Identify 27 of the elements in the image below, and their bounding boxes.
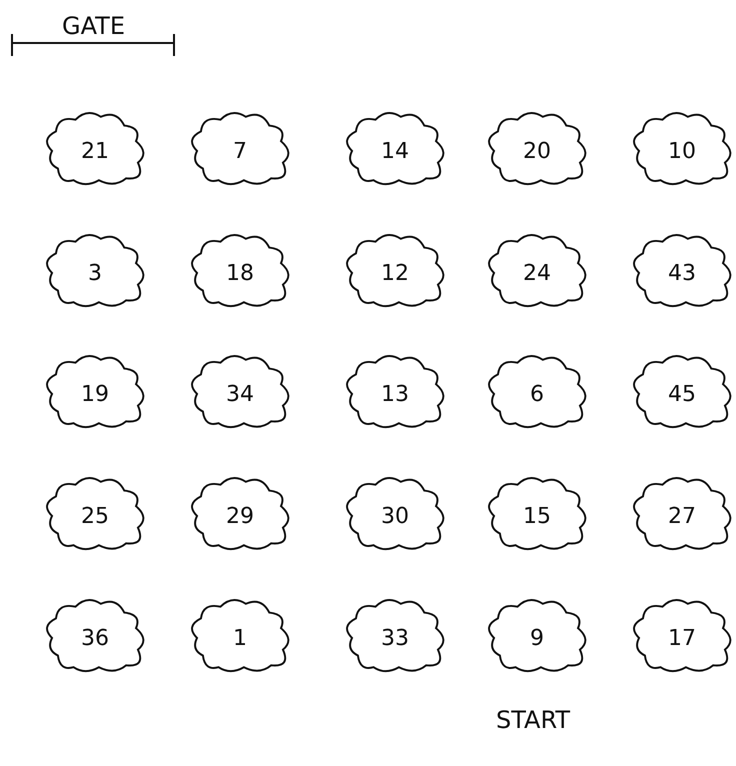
- cloud-number: 3: [87, 261, 103, 286]
- cloud-number: 45: [667, 382, 697, 407]
- cloud-number: 33: [380, 626, 410, 651]
- cloud-number: 17: [667, 626, 697, 651]
- cloud-number: 9: [529, 626, 545, 651]
- cloud-number: 27: [667, 504, 697, 529]
- cloud-number: 13: [380, 382, 410, 407]
- cloud-number: 19: [80, 382, 110, 407]
- cloud-number: 34: [225, 382, 255, 407]
- cloud-number: 29: [225, 504, 255, 529]
- cloud-number: 30: [380, 504, 410, 529]
- cloud-number: 18: [225, 261, 255, 286]
- gate-label: GATE: [62, 12, 125, 40]
- cloud-number: 25: [80, 504, 110, 529]
- cloud-number: 6: [529, 382, 545, 407]
- cloud-number: 12: [380, 261, 410, 286]
- cloud-number: 7: [232, 139, 248, 164]
- cloud-number: 1: [232, 626, 248, 651]
- cloud-number: 36: [80, 626, 110, 651]
- cloud-number: 43: [667, 261, 697, 286]
- cloud-number: 14: [380, 139, 410, 164]
- cloud-number: 21: [80, 139, 110, 164]
- cloud-number: 24: [522, 261, 552, 286]
- start-label: START: [496, 706, 570, 734]
- cloud-number: 15: [522, 504, 552, 529]
- cloud-number: 10: [667, 139, 697, 164]
- cloud-number: 20: [522, 139, 552, 164]
